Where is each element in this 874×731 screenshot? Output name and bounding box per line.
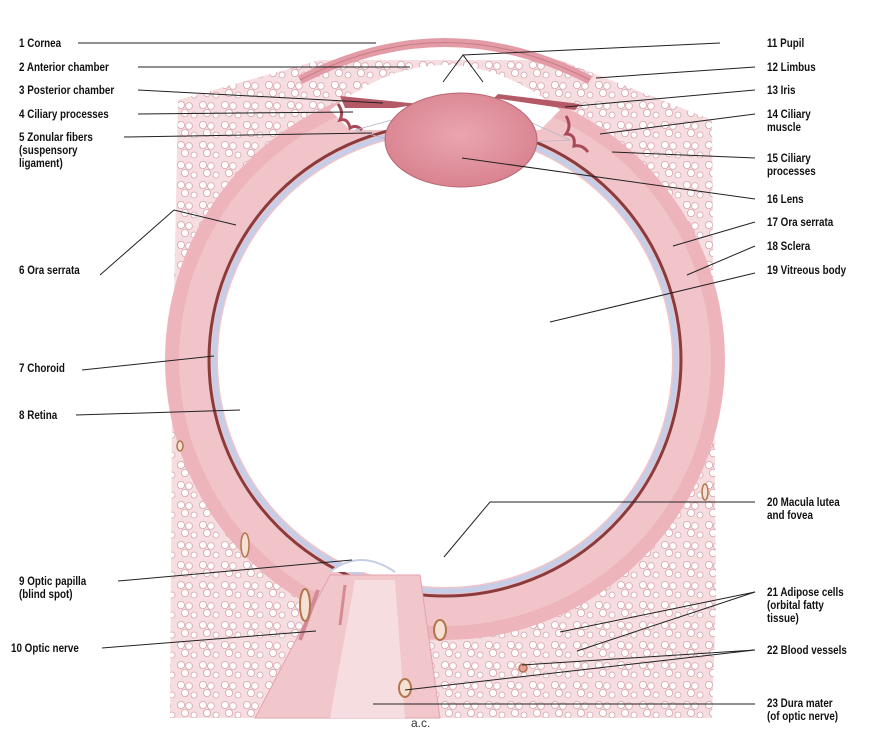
label-ciliary-muscle: 14 Ciliary muscle [767,108,811,134]
label-choroid: 7 Choroid [19,362,65,375]
leader-12 [596,67,755,78]
label-retina: 8 Retina [19,409,57,422]
artist-credit: a.c. [411,716,430,730]
label-adipose-cells: 21 Adipose cells (orbital fatty tissue) [767,586,844,625]
label-pupil: 11 Pupil [767,37,804,50]
label-optic-nerve: 10 Optic nerve [11,642,79,655]
label-ora-serrata-right: 17 Ora serrata [767,216,833,229]
label-posterior-chamber: 3 Posterior chamber [19,84,114,97]
label-optic-papilla: 9 Optic papilla (blind spot) [19,575,86,601]
label-zonular-fibers: 5 Zonular fibers (suspensory ligament) [19,131,93,170]
label-blood-vessels: 22 Blood vessels [767,644,847,657]
lens [385,93,537,187]
label-ora-serrata-left: 6 Ora serrata [19,264,80,277]
label-limbus: 12 Limbus [767,61,816,74]
label-vitreous-body: 19 Vitreous body [767,264,846,277]
label-ciliary-processes-left: 4 Ciliary processes [19,108,109,121]
label-macula-lutea: 20 Macula lutea and fovea [767,496,840,522]
label-sclera: 18 Sclera [767,240,810,253]
label-anterior-chamber: 2 Anterior chamber [19,61,109,74]
label-ciliary-processes-right: 15 Ciliary processes [767,152,816,178]
label-lens: 16 Lens [767,193,804,206]
label-iris: 13 Iris [767,84,795,97]
label-cornea: 1 Cornea [19,37,61,50]
vitreous-body [218,133,672,587]
blood-vessel [300,589,310,621]
label-dura-mater: 23 Dura mater (of optic nerve) [767,697,838,723]
